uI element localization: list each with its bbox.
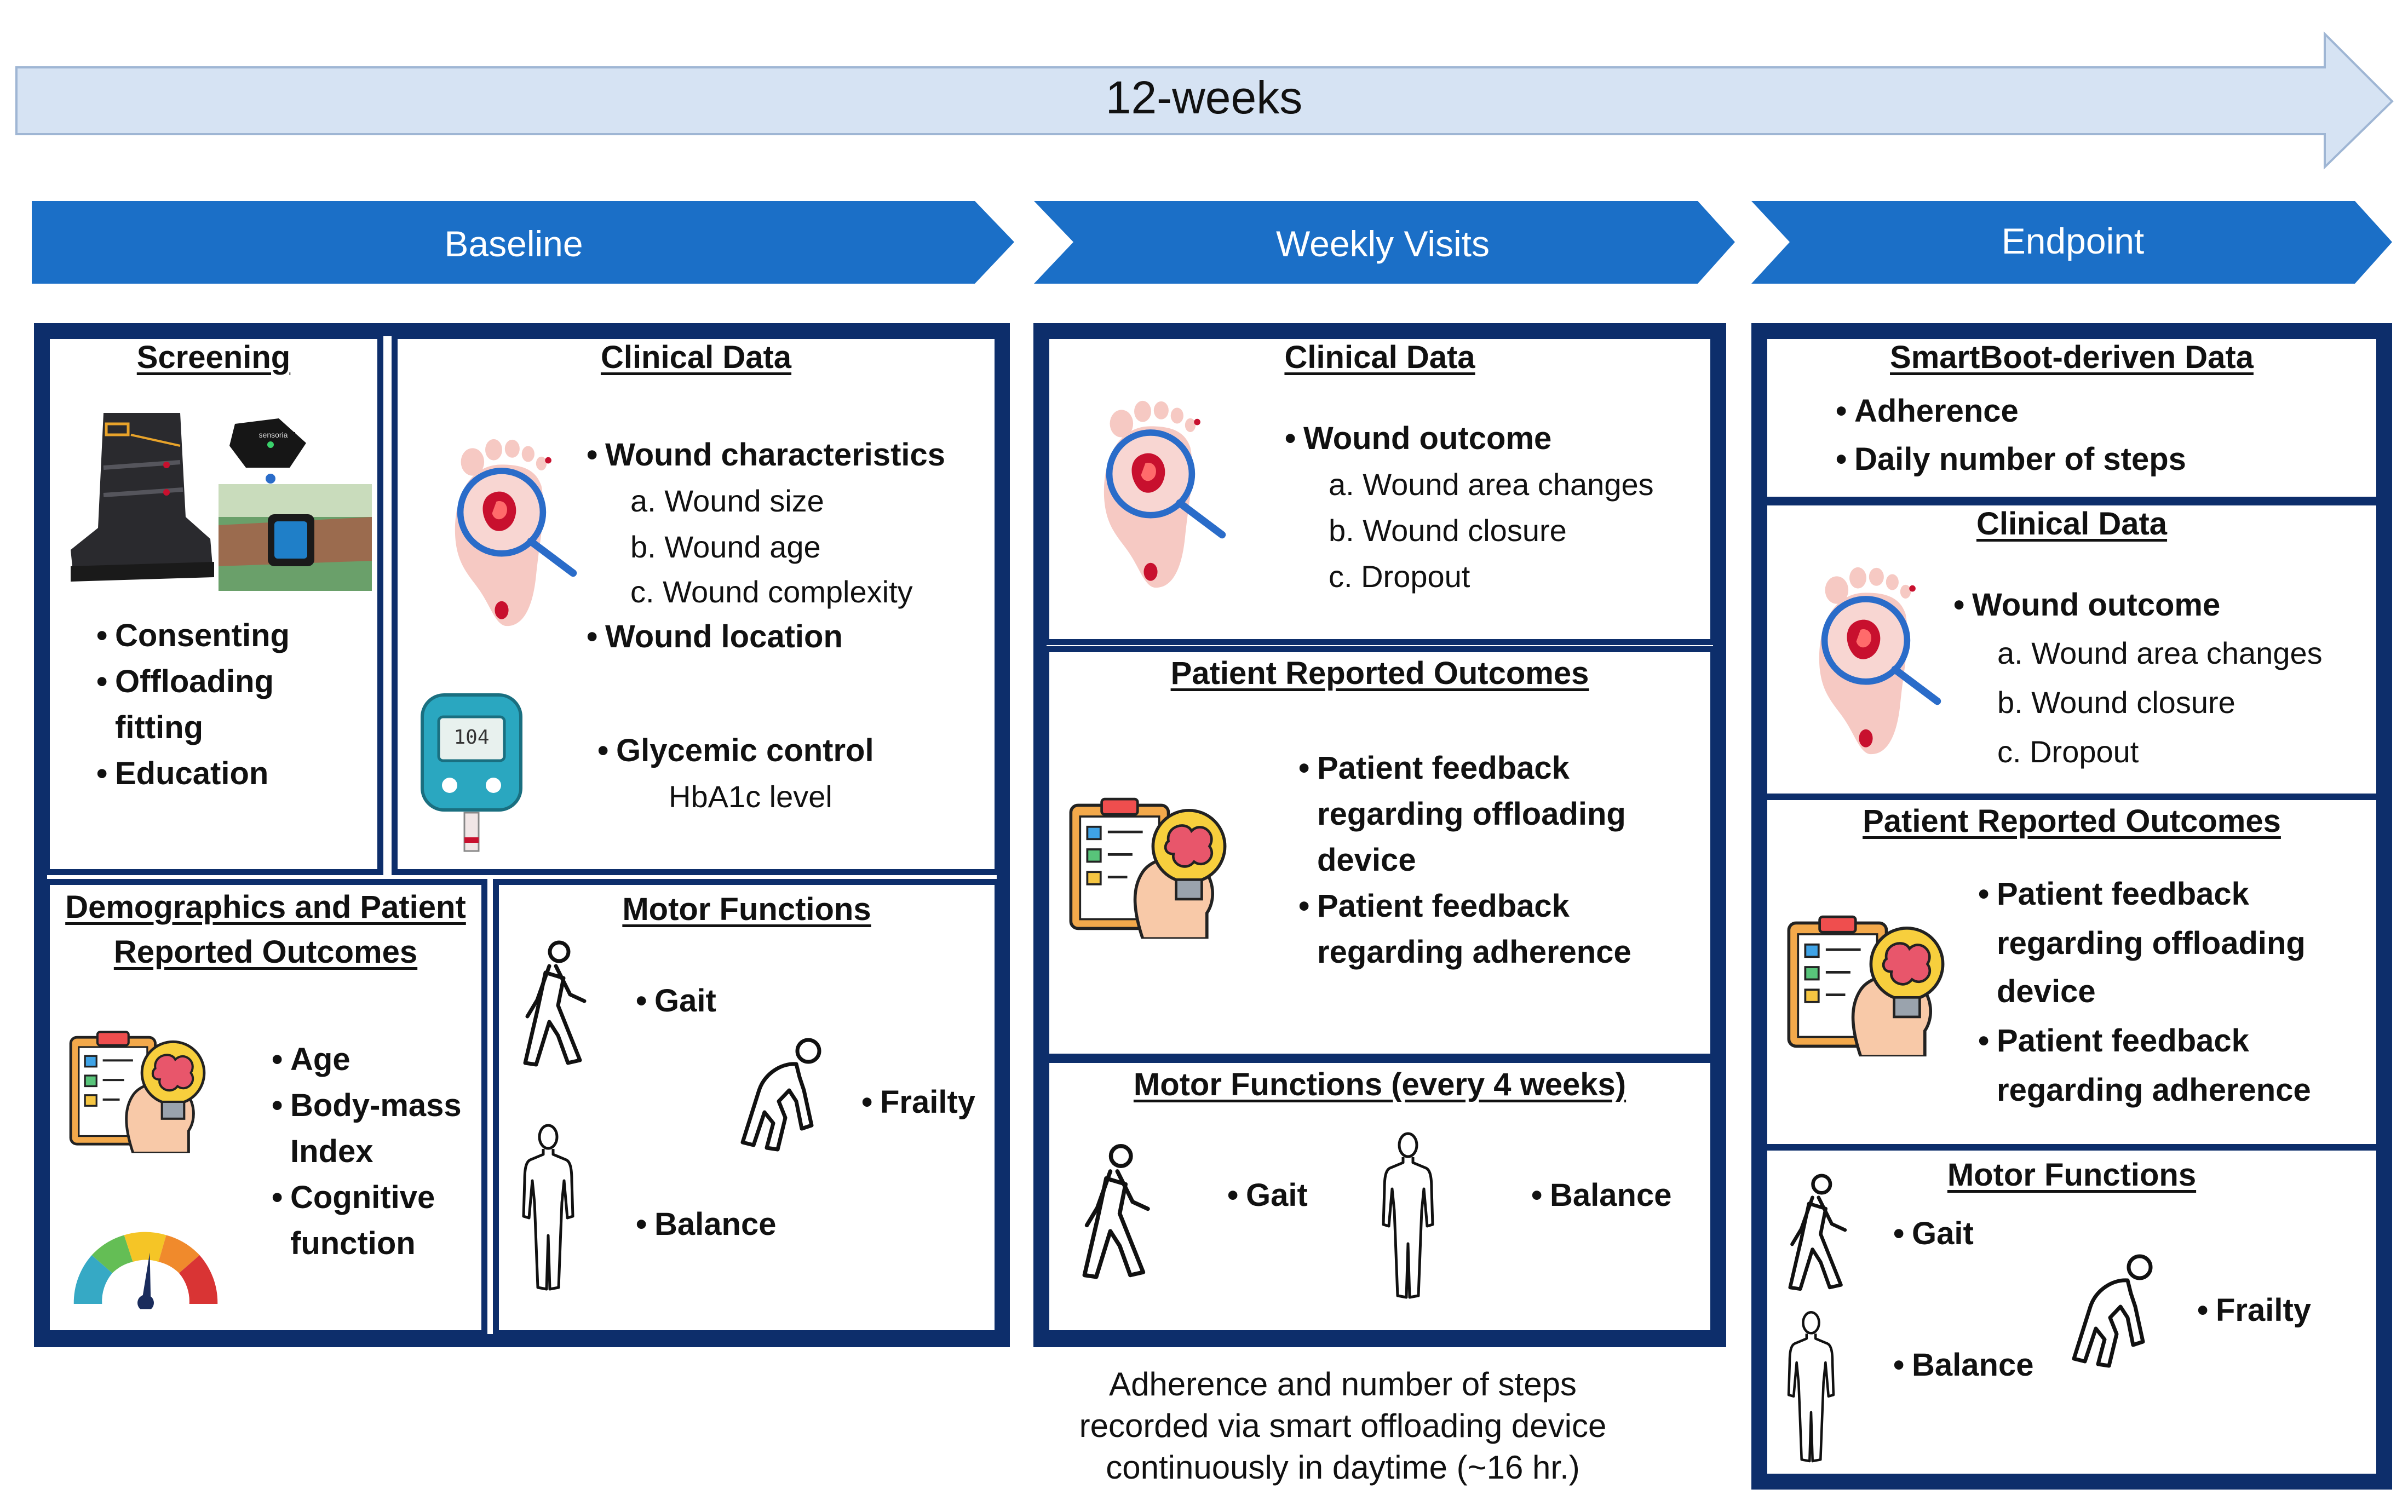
screening-item: •Consenting (96, 618, 290, 653)
motor-frailty: •Frailty (2197, 1292, 2312, 1328)
pro-line-cont: regarding offloading (1997, 925, 2306, 961)
standing-person-icon (1378, 1120, 1438, 1312)
pro-line-cont: regarding adherence (1997, 1072, 2311, 1108)
motor-gait: •Gait (1893, 1216, 1974, 1251)
endpoint-motor-title: Motor Functions (1947, 1157, 2197, 1193)
pro-line-cont: device (1997, 974, 2096, 1009)
demographic-item-cont: Index (290, 1134, 373, 1169)
foot-wound-icon (1786, 560, 1945, 763)
baseline-motor-title: Motor Functions (622, 892, 871, 927)
endpoint-pro-title: Patient Reported Outcomes (1863, 803, 2281, 839)
phase-label-endpoint: Endpoint (2001, 221, 2145, 261)
demographics-title-line2: Reported Outcomes (113, 934, 418, 970)
glycemic-control: •Glycemic control (597, 733, 874, 768)
phase-arrow-weekly (1034, 201, 1735, 284)
weekly-motor-title: Motor Functions (every 4 weeks) (1133, 1067, 1627, 1102)
timeline-arrow (15, 31, 2394, 170)
pro-line: •Patient feedback (1978, 1023, 2249, 1059)
baseline-motor-box: Motor Functions •Gait •Frailty •Balance (493, 879, 1001, 1336)
demographics-box: Demographics and Patient Reported Outcom… (44, 879, 487, 1336)
pro-line-cont: regarding adherence (1317, 934, 1631, 970)
timeline-label: 12-weeks (1105, 72, 1303, 123)
smartboot-item: •Adherence (1836, 393, 2019, 429)
questionnaire-brain-icon (1784, 901, 1948, 1057)
baseline-clinical-box: Clinical Data •Wound characteristics a. … (392, 333, 1001, 875)
questionnaire-brain-icon (66, 1019, 209, 1153)
demographic-item: •Cognitive (272, 1180, 435, 1215)
motor-frailty: •Frailty (861, 1084, 976, 1120)
glucometer-icon: 104 (419, 692, 524, 856)
demographic-item: •Body-mass (272, 1088, 462, 1123)
meter-reading: 104 (453, 726, 490, 749)
weekly-caption: Adherence and number of steps recorded v… (1033, 1364, 1652, 1488)
wound-sub-item: a. Wound size (630, 484, 824, 518)
wound-outcome-sub: c. Dropout (1997, 734, 2139, 769)
phase-label-baseline: Baseline (444, 223, 583, 264)
wound-outcome: •Wound outcome (1285, 421, 1552, 456)
motor-balance: •Balance (636, 1206, 777, 1242)
wound-outcome-sub: c. Dropout (1329, 559, 1470, 594)
standing-person-icon (518, 1120, 578, 1296)
endpoint-clinical-title: Clinical Data (1976, 506, 2168, 542)
screening-box: Screening sensoria •Consenting •Offloadi… (44, 333, 383, 875)
endpoint-pro-box: Patient Reported Outcomes •Patient feedb… (1761, 794, 2382, 1150)
wound-sub-item: c. Wound complexity (630, 574, 913, 609)
wound-outcome-sub: b. Wound closure (1997, 685, 2235, 720)
phase-label-weekly: Weekly Visits (1275, 223, 1490, 264)
weekly-motor-box: Motor Functions (every 4 weeks) •Gait •B… (1043, 1057, 1716, 1336)
device-brand-label: sensoria (258, 430, 288, 439)
motor-gait: •Gait (1227, 1177, 1308, 1213)
caption-line: continuously in daytime (~16 hr.) (1106, 1449, 1580, 1486)
walking-person-icon (1074, 1140, 1156, 1287)
weekly-clinical-title: Clinical Data (1284, 340, 1475, 375)
pro-line: •Patient feedback (1298, 888, 1570, 924)
pro-line-cont: regarding offloading (1317, 796, 1626, 832)
weekly-pro-title: Patient Reported Outcomes (1170, 656, 1589, 691)
smartboot-item: •Daily number of steps (1836, 441, 2186, 477)
motor-balance: •Balance (1531, 1177, 1672, 1213)
cognitive-gauge-icon (64, 1216, 228, 1309)
frail-person-icon (2063, 1252, 2156, 1372)
endpoint-motor-box: Motor Functions •Gait •Frailty •Balance (1761, 1145, 2382, 1480)
screening-item: •Education (96, 756, 269, 791)
motor-gait: •Gait (636, 983, 716, 1019)
pro-line: •Patient feedback (1298, 750, 1570, 786)
screening-item-cont: fitting (115, 710, 204, 745)
frail-person-icon (732, 1036, 825, 1156)
walking-person-icon (1781, 1172, 1852, 1296)
smartboot-box: SmartBoot-deriven Data •Adherence •Daily… (1761, 333, 2382, 503)
baseline-clinical-title: Clinical Data (600, 340, 792, 375)
foot-wound-icon (1071, 394, 1230, 596)
caption-line: Adherence and number of steps (1109, 1366, 1577, 1402)
phase-arrow-endpoint (1751, 201, 2392, 284)
demographic-item-cont: function (290, 1226, 416, 1261)
endpoint-clinical-box: Clinical Data •Wound outcome a. Wound ar… (1761, 499, 2382, 800)
pro-line-cont: device (1317, 842, 1416, 878)
wound-sub-item: b. Wound age (630, 530, 821, 564)
hba1c-level: HbA1c level (669, 779, 832, 814)
weekly-clinical-box: Clinical Data •Wound outcome a. Wound ar… (1043, 333, 1716, 645)
screening-item: •Offloading (96, 664, 274, 699)
wound-outcome: •Wound outcome (1953, 587, 2221, 623)
walking-person-icon (515, 940, 592, 1071)
demographic-item: •Age (272, 1042, 350, 1077)
wound-outcome-sub: b. Wound closure (1329, 513, 1567, 548)
standing-person-icon (1784, 1307, 1838, 1468)
weekly-pro-box: Patient Reported Outcomes •Patient feedb… (1043, 646, 1716, 1060)
screening-title: Screening (136, 340, 291, 375)
smart-boot-photo: sensoria (65, 402, 372, 591)
motor-balance: •Balance (1893, 1347, 2034, 1383)
foot-wound-icon (422, 432, 581, 635)
smartboot-title: SmartBoot-deriven Data (1890, 340, 2254, 375)
wound-outcome-sub: a. Wound area changes (1997, 636, 2323, 670)
wound-outcome-sub: a. Wound area changes (1329, 467, 1654, 502)
pro-line: •Patient feedback (1978, 876, 2249, 912)
wound-location: •Wound location (587, 619, 843, 654)
wound-characteristics: •Wound characteristics (587, 437, 946, 473)
questionnaire-brain-icon (1066, 784, 1230, 940)
caption-line: recorded via smart offloading device (1079, 1407, 1607, 1444)
phase-arrow-baseline (32, 201, 1014, 284)
demographics-title-line1: Demographics and Patient (65, 889, 466, 925)
